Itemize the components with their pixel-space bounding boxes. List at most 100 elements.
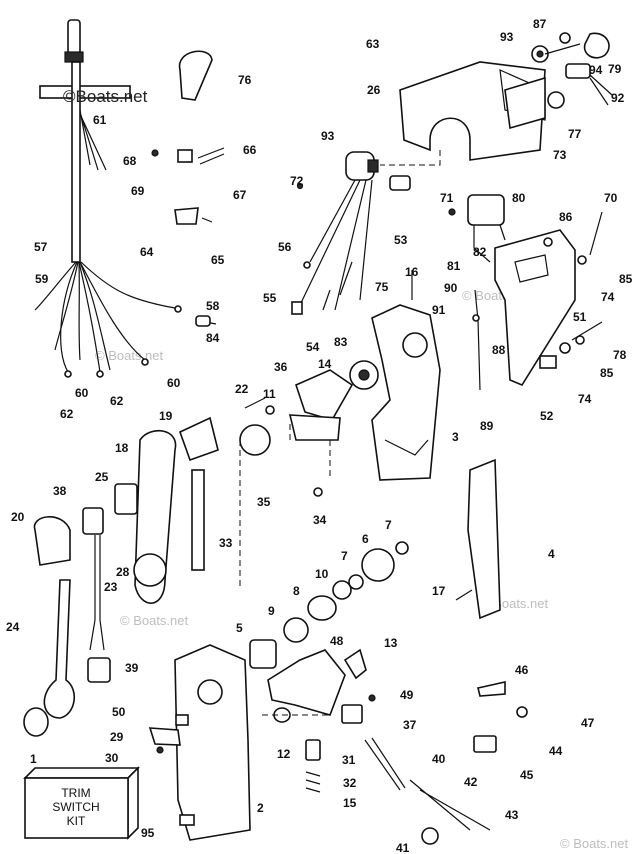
callout-7: 7 <box>385 518 392 532</box>
callout-64: 64 <box>140 245 154 259</box>
callout-62: 62 <box>110 394 124 408</box>
control-housing-illustration <box>371 304 441 481</box>
callout-38: 38 <box>53 484 67 498</box>
callout-50: 50 <box>112 705 126 719</box>
callout-26: 26 <box>367 83 381 97</box>
callout-12: 12 <box>277 747 291 761</box>
callout-8: 8 <box>293 584 300 598</box>
strap-illustration <box>178 50 213 101</box>
callout-89: 89 <box>480 419 494 433</box>
detent-parts <box>239 397 323 497</box>
callout-67: 67 <box>233 188 247 202</box>
callout-74: 74 <box>601 290 615 304</box>
callout-56: 56 <box>278 240 292 254</box>
callout-30: 30 <box>105 751 119 765</box>
trim-switch-wiring <box>291 151 411 315</box>
callout-51: 51 <box>573 310 587 324</box>
callout-79: 79 <box>608 62 622 76</box>
callout-69: 69 <box>131 184 145 198</box>
callout-95: 95 <box>141 826 155 840</box>
callout-48: 48 <box>330 634 344 648</box>
callout-68: 68 <box>123 154 137 168</box>
callout-40: 40 <box>432 752 446 766</box>
callout-59: 59 <box>35 272 49 286</box>
callout-62: 62 <box>60 407 74 421</box>
callout-87: 87 <box>533 17 547 31</box>
callout-44: 44 <box>549 744 563 758</box>
callout-24: 24 <box>6 620 20 634</box>
terminal-parts <box>87 619 111 683</box>
callout-85: 85 <box>619 272 633 286</box>
callout-11: 11 <box>263 387 276 401</box>
handle-lever-and-washer <box>23 579 76 737</box>
callout-83: 83 <box>334 335 348 349</box>
callout-18: 18 <box>115 441 129 455</box>
key-switch-hardware <box>504 32 613 130</box>
callout-1: 1 <box>30 752 37 766</box>
callout-45: 45 <box>520 768 534 782</box>
callout-65: 65 <box>211 253 225 267</box>
callout-41: 41 <box>396 841 410 854</box>
callout-90: 90 <box>444 281 458 295</box>
trim-switch-kit-box: TRIM SWITCH KIT <box>23 766 140 840</box>
callout-70: 70 <box>604 191 618 205</box>
callout-57: 57 <box>34 240 48 254</box>
callout-47: 47 <box>581 716 595 730</box>
throttle-cable-parts <box>364 681 528 845</box>
callout-58: 58 <box>206 299 220 313</box>
callout-16: 16 <box>405 265 419 279</box>
callout-76: 76 <box>238 73 252 87</box>
callout-42: 42 <box>464 775 478 789</box>
callout-84: 84 <box>206 331 220 345</box>
callout-28: 28 <box>116 565 130 579</box>
callout-10: 10 <box>315 567 329 581</box>
callout-7: 7 <box>341 549 348 563</box>
shaft-stack <box>249 458 501 669</box>
callout-85: 85 <box>600 366 614 380</box>
callout-13: 13 <box>384 636 398 650</box>
callout-74: 74 <box>578 392 592 406</box>
callout-91: 91 <box>432 303 446 317</box>
callout-81: 81 <box>447 259 461 273</box>
small-hardware-left <box>151 147 225 327</box>
callout-2: 2 <box>257 801 264 815</box>
faint-watermark-5: © Boats.net <box>560 836 629 851</box>
callout-32: 32 <box>343 776 357 790</box>
callout-60: 60 <box>167 376 181 390</box>
handle-assembly <box>133 416 219 604</box>
callout-54: 54 <box>306 340 320 354</box>
callout-82: 82 <box>473 245 487 259</box>
pulley-and-lever <box>239 360 379 590</box>
callout-34: 34 <box>313 513 327 527</box>
shift-cam-parts <box>262 648 376 793</box>
callout-17: 17 <box>432 584 446 598</box>
callout-55: 55 <box>263 291 277 305</box>
callout-75: 75 <box>375 280 389 294</box>
callout-20: 20 <box>11 510 25 524</box>
callout-37: 37 <box>403 718 417 732</box>
callout-46: 46 <box>515 663 529 677</box>
callout-6: 6 <box>362 532 369 546</box>
callout-36: 36 <box>274 360 288 374</box>
faint-watermark-4: © Boats.net <box>120 613 189 628</box>
callout-31: 31 <box>342 753 356 767</box>
kit-label-line-2: SWITCH <box>52 800 99 814</box>
callout-5: 5 <box>236 621 243 635</box>
callout-3: 3 <box>452 430 459 444</box>
callout-72: 72 <box>290 174 304 188</box>
callout-9: 9 <box>268 604 275 618</box>
callout-80: 80 <box>512 191 526 205</box>
callout-15: 15 <box>343 796 357 810</box>
callout-92: 92 <box>611 91 625 105</box>
callout-43: 43 <box>505 808 519 822</box>
callout-29: 29 <box>110 730 124 744</box>
callout-60: 60 <box>75 386 89 400</box>
callout-19: 19 <box>159 409 173 423</box>
callout-33: 33 <box>219 536 233 550</box>
callout-93: 93 <box>500 30 514 44</box>
callout-25: 25 <box>95 470 109 484</box>
callout-39: 39 <box>125 661 139 675</box>
callout-53: 53 <box>394 233 408 247</box>
callout-86: 86 <box>559 210 573 224</box>
